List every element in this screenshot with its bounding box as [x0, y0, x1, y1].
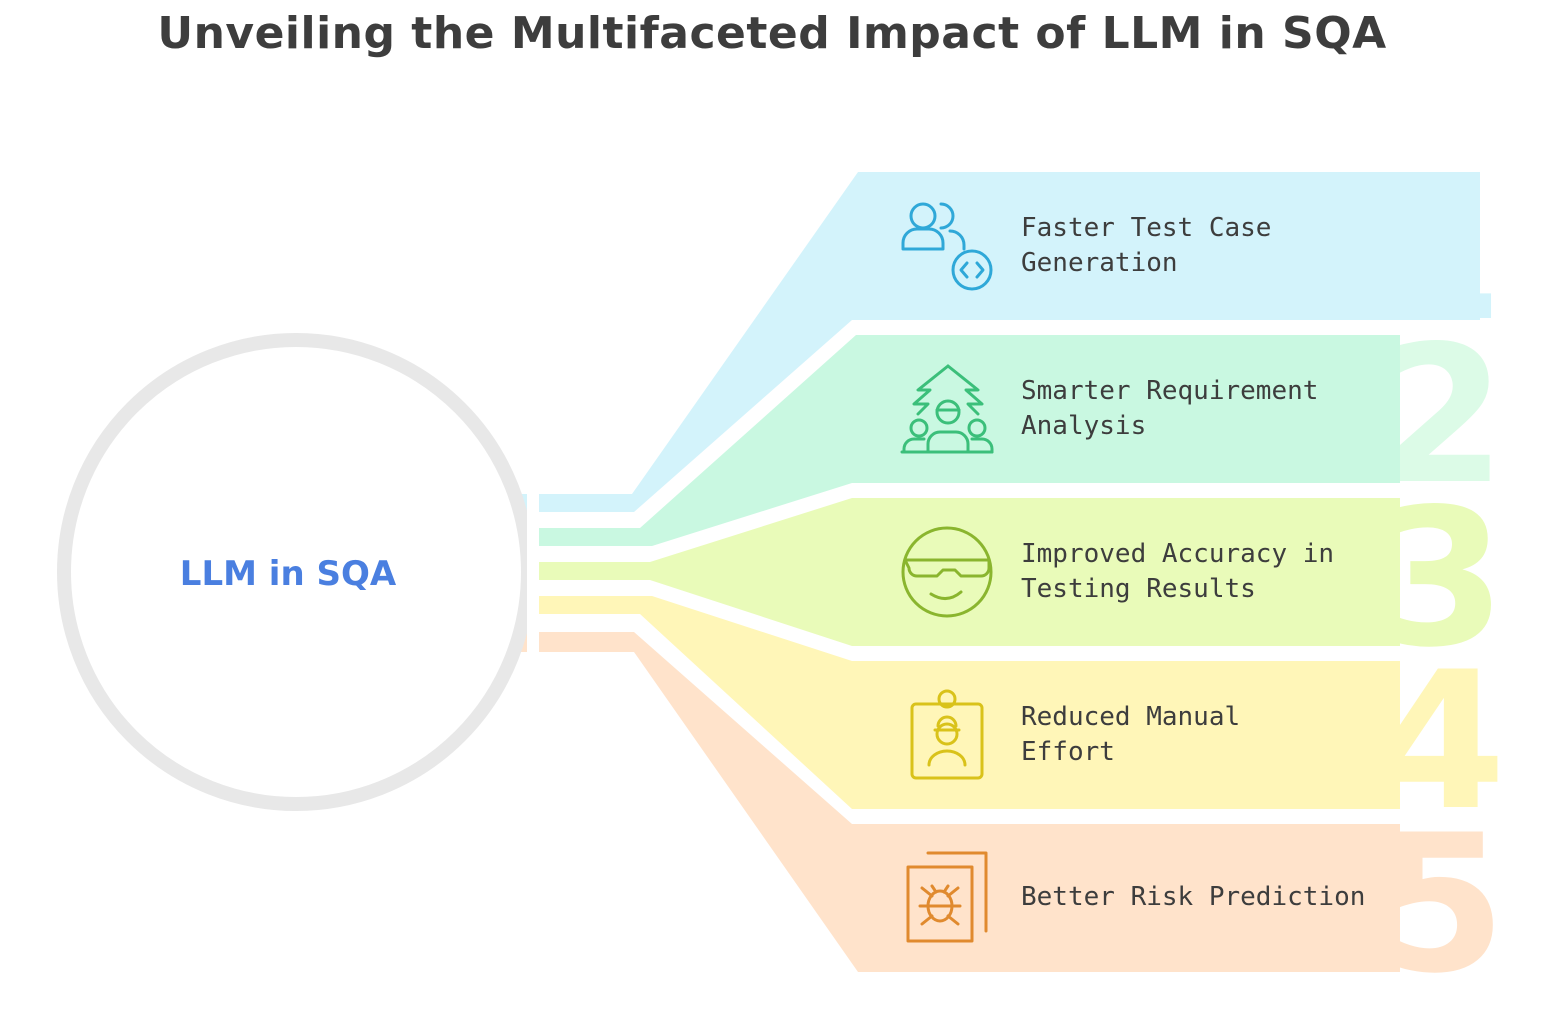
item-5-text: Better Risk Prediction	[1021, 880, 1365, 915]
item-1-line-2: Generation	[1021, 248, 1178, 278]
item-3-line-2: Testing Results	[1021, 574, 1256, 604]
item-4-text: Reduced Manual Effort	[1021, 700, 1240, 770]
band-5	[520, 632, 1400, 972]
band-2	[520, 335, 1400, 546]
users-code-icon	[901, 202, 993, 291]
item-5-line-1: Better Risk Prediction	[1021, 882, 1366, 912]
band-1	[520, 172, 1480, 512]
hub-label: LLM in SQA	[180, 554, 397, 594]
item-1-text: Faster Test Case Generation	[1021, 211, 1271, 281]
worker-badge-icon	[910, 689, 984, 780]
item-1-line-1: Faster Test Case	[1021, 213, 1272, 243]
bug-document-icon	[906, 851, 988, 943]
hub-gap	[527, 488, 539, 658]
band-3	[520, 498, 1400, 646]
item-2-line-2: Analysis	[1021, 411, 1147, 441]
item-4-line-1: Reduced Manual	[1021, 702, 1241, 732]
item-3-text: Improved Accuracy in Testing Results	[1021, 537, 1334, 607]
item-2-text: Smarter Requirement Analysis	[1021, 374, 1318, 444]
item-2-line-1: Smarter Requirement	[1021, 376, 1319, 406]
diagram-title: Unveiling the Multifaceted Impact of LLM…	[157, 8, 1387, 59]
team-arrow-icon	[900, 364, 994, 454]
item-3-line-1: Improved Accuracy in	[1021, 539, 1335, 569]
item-4-line-2: Effort	[1021, 737, 1115, 767]
smiley-goggles-icon	[901, 526, 993, 618]
